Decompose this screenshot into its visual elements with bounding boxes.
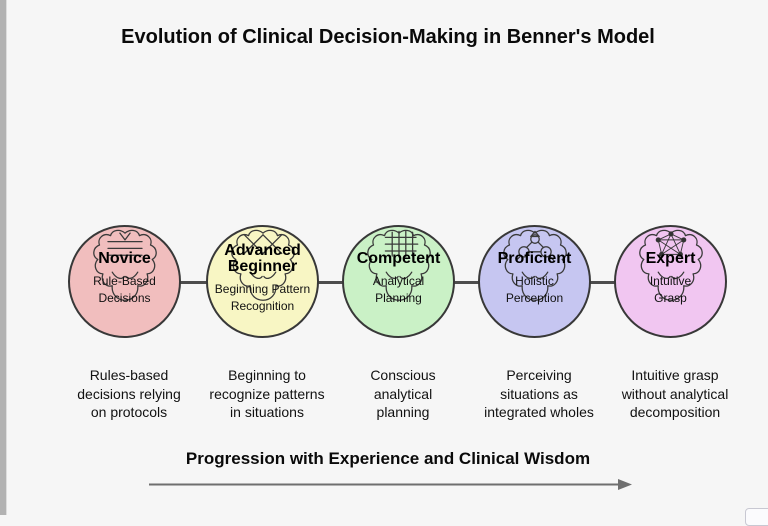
expert-node: Expert Intuitive Grasp bbox=[614, 225, 727, 338]
stage-description: Perceiving situations as integrated whol… bbox=[484, 367, 594, 420]
stage-trait: Holistic Perception bbox=[505, 273, 564, 305]
stage-trait: Beginning Pattern Recognition bbox=[214, 281, 311, 313]
stage-name: Advanced Beginner bbox=[224, 241, 301, 275]
corner-control-partial[interactable] bbox=[745, 508, 768, 526]
stage-trait: Rule-Based Decisions bbox=[93, 273, 156, 305]
competent-node: Competent Analytical Planning bbox=[342, 225, 455, 338]
stage-trait: Analytical Planning bbox=[372, 273, 425, 305]
stage-name: Competent bbox=[356, 249, 441, 267]
stage-description: Beginning to recognize patterns in situa… bbox=[209, 367, 325, 420]
stage-trait: Intuitive Grasp bbox=[649, 273, 692, 305]
progress-caption: Progression with Experience and Clinical… bbox=[185, 449, 591, 468]
stage-description: Rules-based decisions relying on protoco… bbox=[77, 367, 181, 420]
novice-node: Novice Rule-Based Decisions bbox=[68, 225, 181, 338]
stage-description: Conscious analytical planning bbox=[370, 367, 436, 420]
stage-name: Expert bbox=[645, 249, 696, 267]
diagram-title: Evolution of Clinical Decision-Making in… bbox=[121, 26, 655, 48]
stage-name: Novice bbox=[98, 249, 151, 267]
proficient-node: Proficient Holistic Perception bbox=[478, 225, 591, 338]
stage-name: Proficient bbox=[497, 249, 572, 267]
window-edge bbox=[0, 0, 7, 515]
progress-arrow bbox=[149, 479, 632, 490]
advanced-beginner-node: Advanced Beginner Beginning Pattern Reco… bbox=[206, 225, 319, 338]
stage-description: Intuitive grasp without analytical decom… bbox=[621, 367, 729, 420]
